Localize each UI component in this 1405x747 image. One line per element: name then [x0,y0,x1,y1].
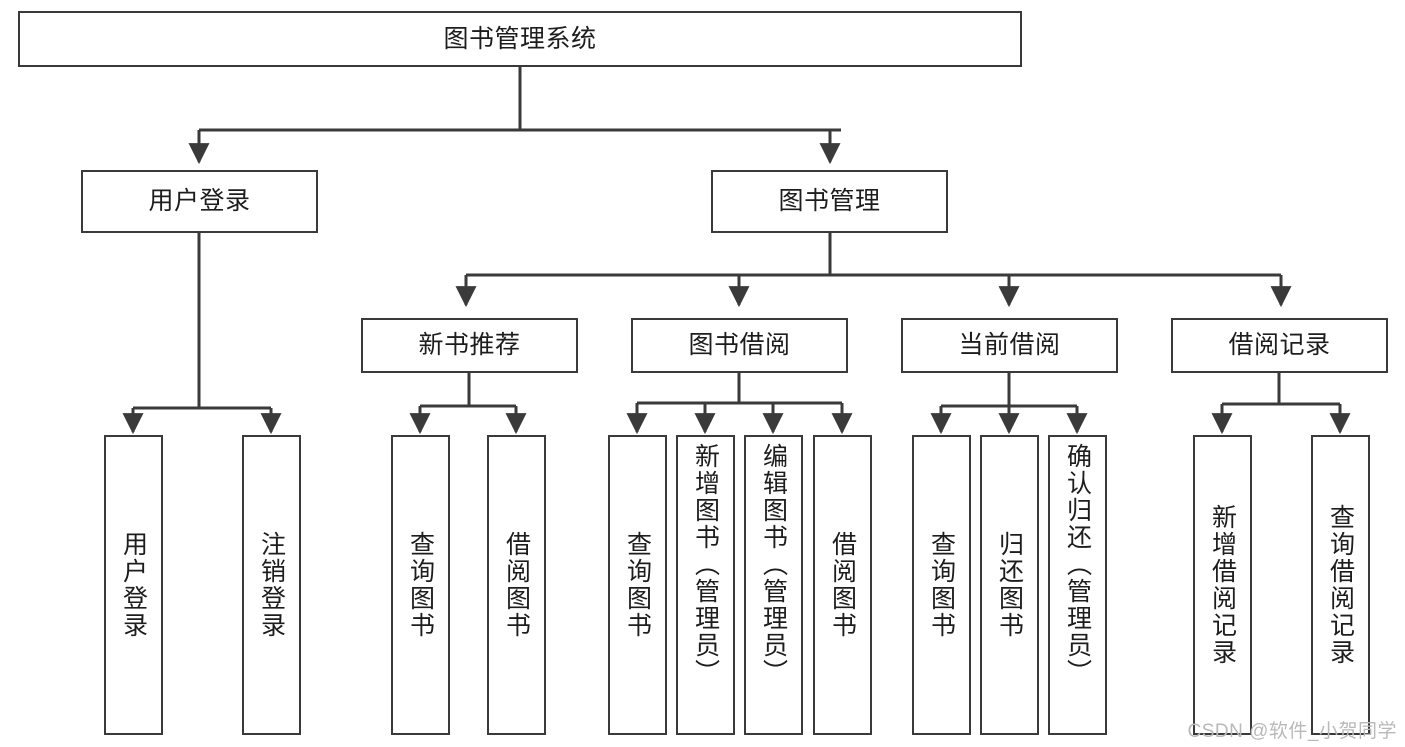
leaf-add-record[interactable]: 新增借阅记录 [1193,435,1252,735]
node-label: 新增图书（管理员） [691,443,720,686]
leaf-borrow-book-1[interactable]: 借阅图书 [487,435,546,735]
node-label: 图书管理系统 [443,24,597,53]
node-label: 新增借阅记录 [1208,504,1237,666]
leaf-query-record[interactable]: 查询借阅记录 [1311,435,1370,735]
node-label: 查询借阅记录 [1326,504,1355,666]
node-book-borrow[interactable]: 图书借阅 [631,318,848,373]
node-label: 用户登录 [148,187,251,215]
leaf-add-book[interactable]: 新增图书（管理员） [676,435,735,735]
node-label: 新书推荐 [418,331,521,359]
node-label: 当前借阅 [958,331,1061,359]
csdn-watermark: CSDN @软件_小贺同学 [1187,721,1397,742]
node-label: 图书借阅 [688,331,791,359]
leaf-edit-book[interactable]: 编辑图书（管理员） [744,435,803,735]
node-borrow-record[interactable]: 借阅记录 [1171,318,1388,373]
node-label: 借阅图书 [502,531,531,639]
node-label: 注销登录 [257,531,286,639]
leaf-confirm-return[interactable]: 确认归还（管理员） [1048,435,1107,735]
node-book-manage[interactable]: 图书管理 [711,170,948,233]
node-label: 查询图书 [623,531,652,639]
node-label: 确认归还（管理员） [1063,443,1092,686]
leaf-borrow-book-2[interactable]: 借阅图书 [813,435,872,735]
node-label: 查询图书 [406,531,435,639]
leaf-user-login[interactable]: 用户登录 [104,435,163,735]
leaf-logout[interactable]: 注销登录 [242,435,301,735]
node-current-borrow[interactable]: 当前借阅 [901,318,1118,373]
node-new-book-recommend[interactable]: 新书推荐 [361,318,578,373]
node-label: 编辑图书（管理员） [759,443,788,686]
leaf-query-book-3[interactable]: 查询图书 [912,435,971,735]
node-root-system[interactable]: 图书管理系统 [18,11,1022,67]
node-label: 归还图书 [995,531,1024,639]
node-label: 借阅记录 [1228,331,1331,359]
leaf-return-book[interactable]: 归还图书 [980,435,1039,735]
node-label: 用户登录 [119,531,148,639]
leaf-query-book-2[interactable]: 查询图书 [608,435,667,735]
node-label: 查询图书 [927,531,956,639]
node-label: 借阅图书 [828,531,857,639]
leaf-query-book-1[interactable]: 查询图书 [391,435,450,735]
node-label: 图书管理 [778,187,881,215]
node-user-login[interactable]: 用户登录 [81,170,318,233]
